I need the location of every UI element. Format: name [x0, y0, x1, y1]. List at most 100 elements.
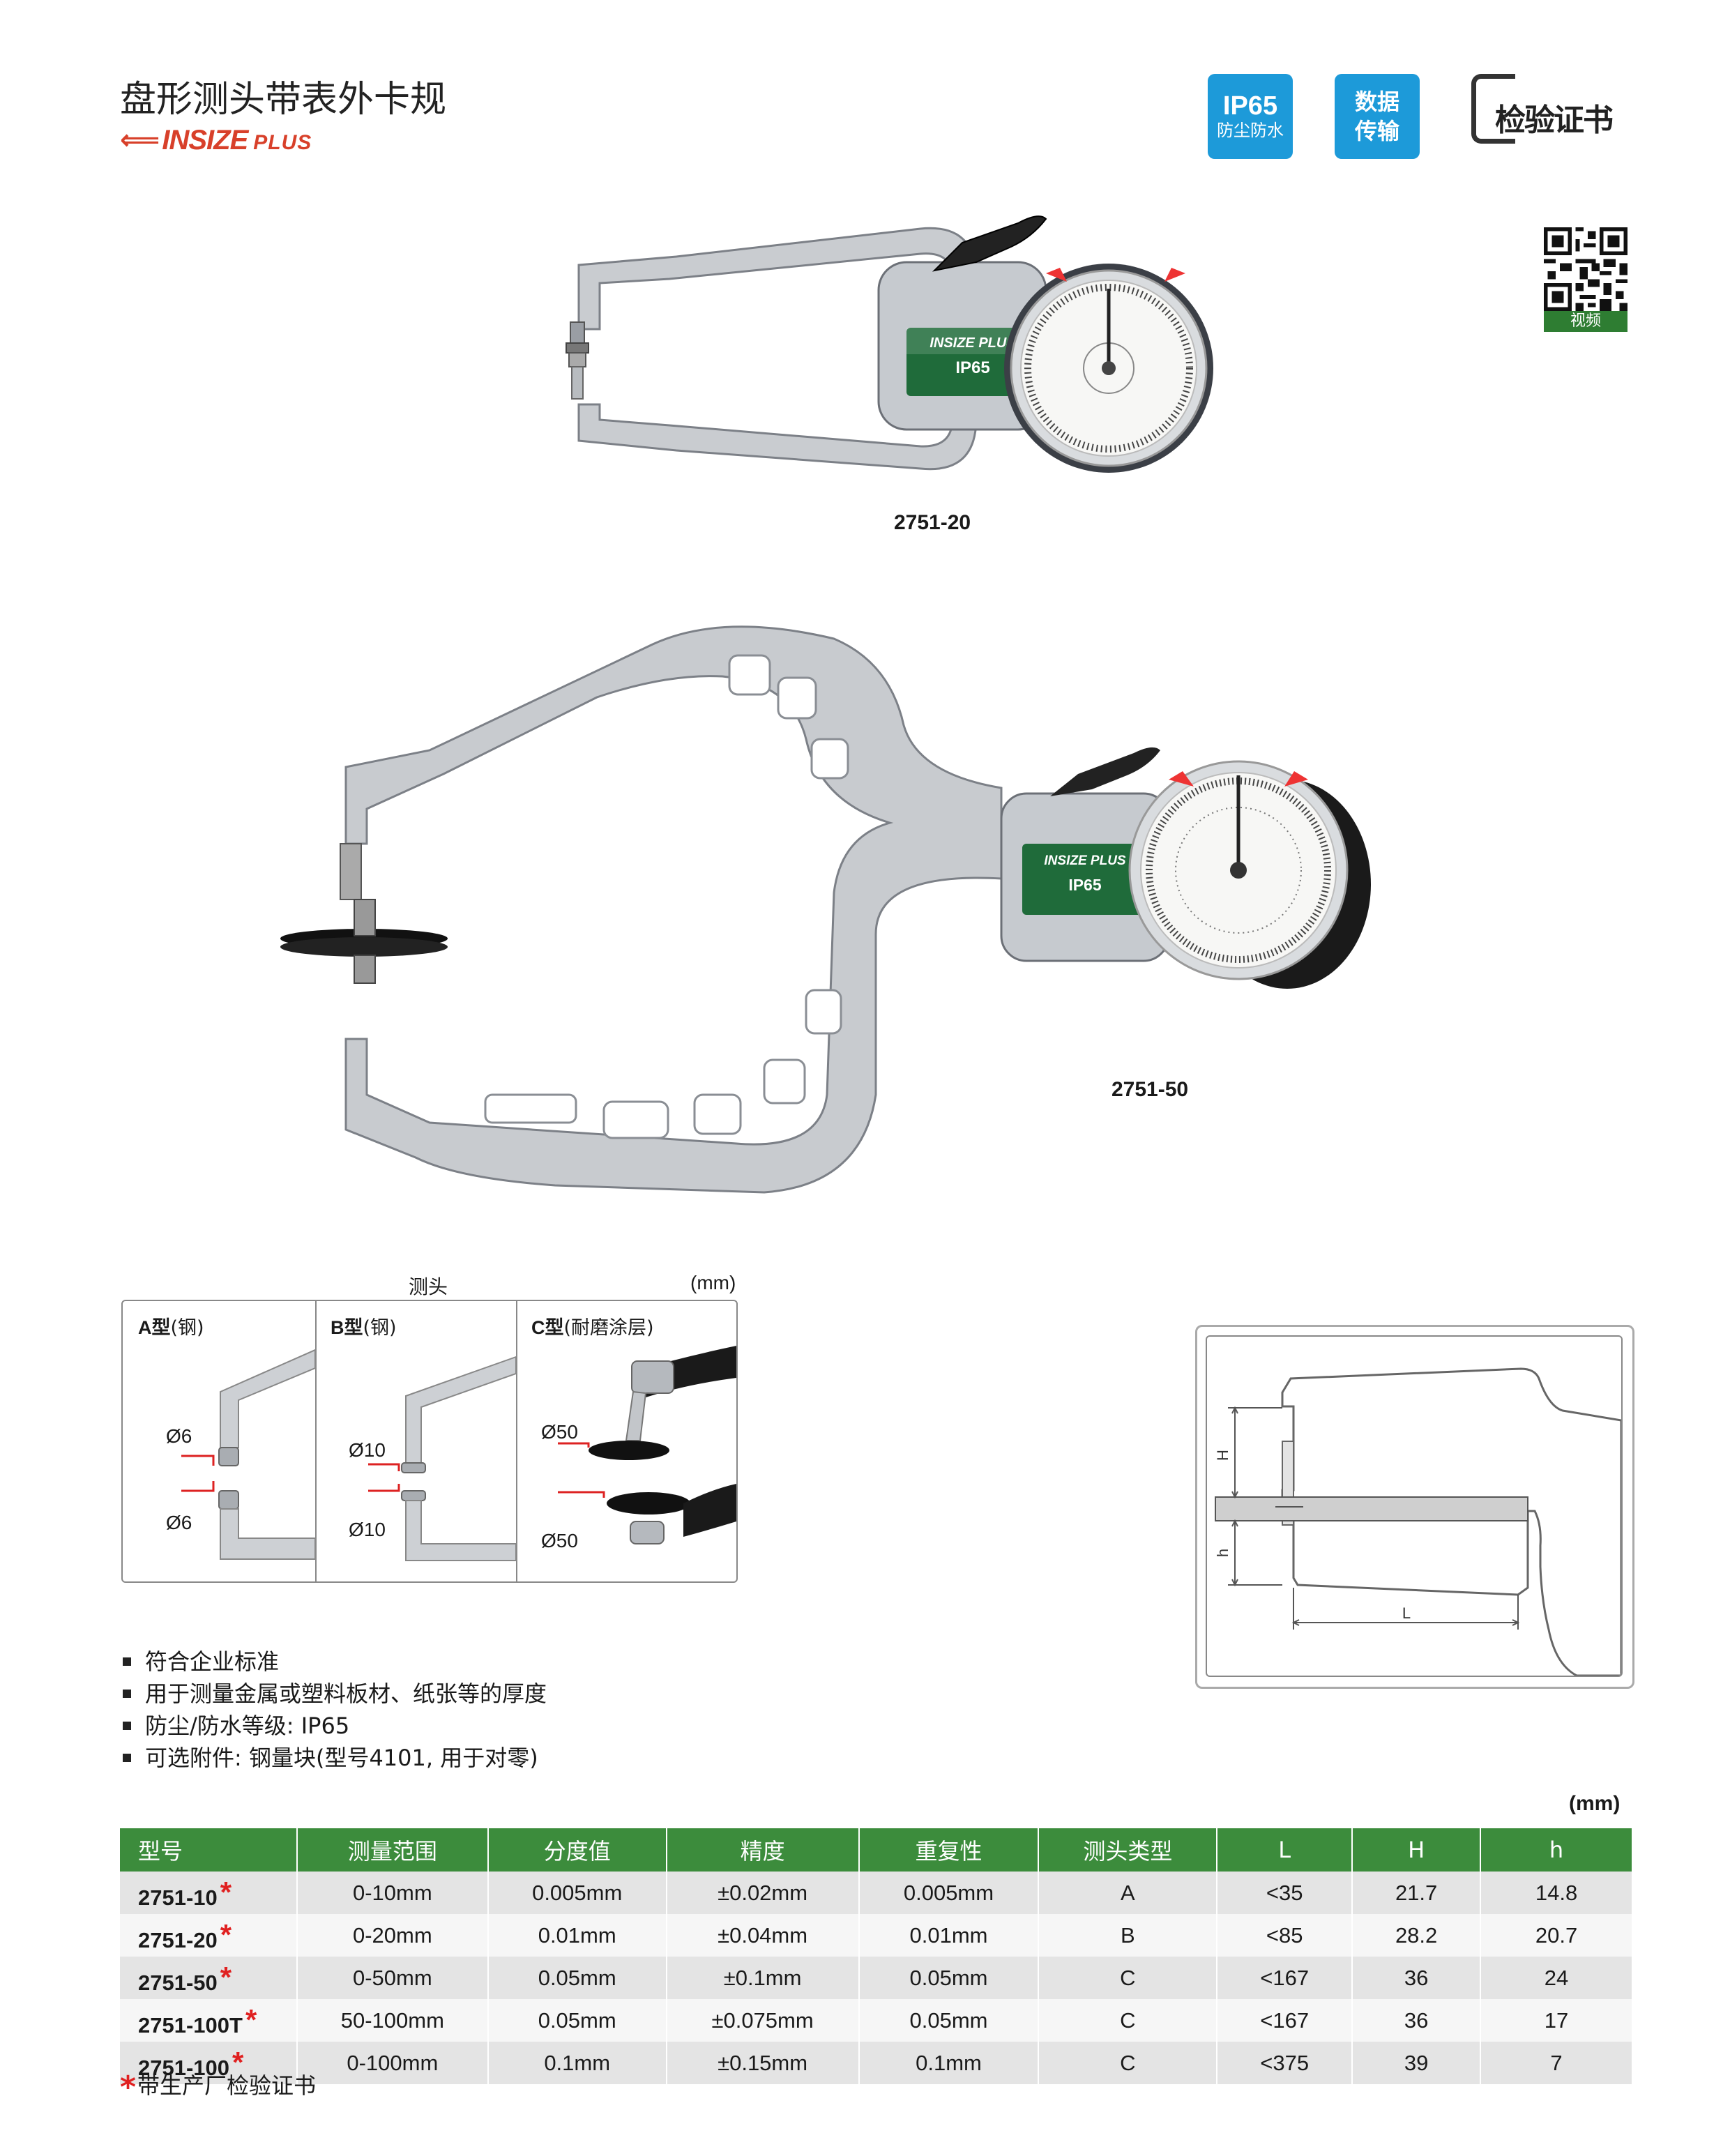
probe-a-label: A型(钢) [138, 1317, 204, 1339]
header-model: 型号 [120, 1828, 298, 1872]
gauge-rating-text: IP65 [955, 358, 989, 377]
header-H: H [1352, 1828, 1482, 1872]
gauge-2751-20-image: INSIZE PLUS IP65 [566, 215, 1213, 473]
header-graduation: 分度值 [487, 1828, 667, 1872]
header-repeatability: 重复性 [858, 1828, 1040, 1872]
data-transfer-line1: 数据 [1354, 89, 1399, 115]
table-cell: 0.05mm [858, 1957, 1040, 1999]
table-cell: 50-100mm [296, 1999, 489, 2042]
table-cell: ±0.1mm [666, 1957, 860, 1999]
data-transfer-line2: 传输 [1354, 118, 1399, 144]
header-h: h [1480, 1828, 1633, 1872]
table-cell: 0-50mm [296, 1957, 489, 1999]
probe-b-bottom-diameter: Ø10 [349, 1519, 386, 1540]
table-cell: 36 [1352, 1999, 1482, 2042]
model-cell: 2751-100* [120, 2042, 298, 2084]
footnote-star-icon: * [120, 2070, 137, 2105]
gauge-2751-50-image: INSIZE PLUS IP65 [280, 625, 1371, 1194]
gauge-50-brand-text: INSIZE PLUS [1044, 853, 1126, 868]
table-cell: C [1038, 1957, 1218, 1999]
certificate-star-icon: * [220, 1918, 232, 1951]
probe-c-bottom-diameter: Ø50 [541, 1530, 578, 1551]
bullet-square-icon [123, 1657, 131, 1666]
table-cell: <375 [1217, 2042, 1353, 2084]
probe-unit: (mm) [690, 1272, 736, 1293]
page-title: 盘形测头带表外卡规 [120, 79, 447, 121]
table-cell: C [1038, 1999, 1218, 2042]
table-cell: 0.05mm [487, 1957, 667, 1999]
table-cell: <167 [1217, 1999, 1353, 2042]
table-unit: (mm) [1569, 1792, 1621, 1815]
table-row: 2751-10* 0-10mm 0.005mm ±0.02mm 0.005mm … [120, 1872, 1633, 1914]
gauge-brand-text: INSIZE PLUS [930, 335, 1016, 351]
dimension-diagram-frame: H h L [1206, 1335, 1623, 1677]
table-cell: 28.2 [1352, 1914, 1482, 1957]
table-cell: A [1038, 1872, 1218, 1914]
brand-arrow-icon: ⟸ [120, 125, 160, 155]
probe-a-image [181, 1349, 315, 1560]
header-probe-type: 测头类型 [1038, 1828, 1218, 1872]
table-cell: ±0.075mm [666, 1999, 860, 2042]
table-cell: C [1038, 2042, 1218, 2084]
table-cell: 0-100mm [296, 2042, 489, 2084]
table-cell: 0.05mm [858, 1999, 1040, 2042]
gauge-50-rating-text: IP65 [1068, 876, 1102, 894]
probe-panel-c: C型(耐磨涂层) Ø50 Ø50 [516, 1301, 736, 1581]
table-cell: B [1038, 1914, 1218, 1957]
table-cell: 39 [1352, 2042, 1482, 2084]
table-cell: <85 [1217, 1914, 1353, 1957]
table-cell: <35 [1217, 1872, 1353, 1914]
dimension-diagram-box: H h L [1195, 1325, 1634, 1689]
table-cell: <167 [1217, 1957, 1353, 1999]
certificate-star-icon: * [232, 2045, 244, 2079]
probe-b-image [368, 1356, 516, 1561]
data-transfer-badge: 数据 传输 [1335, 74, 1420, 159]
probe-c-label: C型(耐磨涂层) [531, 1317, 654, 1339]
certificate-text: 检验证书 [1495, 103, 1614, 138]
bullet-square-icon [123, 1690, 131, 1698]
table-cell: 0.005mm [858, 1872, 1040, 1914]
caption-2751-20: 2751-20 [894, 511, 971, 534]
table-cell: ±0.02mm [666, 1872, 860, 1914]
probe-panel-a: A型(钢) Ø6 Ø6 [123, 1301, 317, 1581]
dimension-h-label: h [1214, 1549, 1231, 1557]
feature-list: 符合企业标准 用于测量金属或塑料板材、纸张等的厚度 防尘/防水等级: IP65 … [123, 1646, 547, 1774]
probe-c-top-diameter: Ø50 [541, 1421, 578, 1443]
table-cell: 36 [1352, 1957, 1482, 1999]
model-cell: 2751-100T* [120, 1999, 298, 2042]
certificate-frame-icon [1471, 74, 1515, 144]
table-cell: 0.1mm [487, 2042, 667, 2084]
qr-code-icon[interactable] [1544, 227, 1627, 311]
feature-item: 防尘/防水等级: IP65 [123, 1710, 547, 1742]
table-cell: 0.01mm [858, 1914, 1040, 1957]
certificate-logo: 检验证书 [1471, 74, 1639, 144]
probe-c-image [558, 1346, 736, 1544]
feature-item: 可选附件: 钢量块(型号4101, 用于对零) [123, 1742, 547, 1774]
table-row: 2751-100T* 50-100mm 0.05mm ±0.075mm 0.05… [120, 1999, 1633, 2042]
feature-item: 符合企业标准 [123, 1646, 547, 1678]
table-cell: 20.7 [1480, 1914, 1633, 1957]
dimension-diagram: H h L [1214, 1367, 1621, 1676]
probe-panel-b: B型(钢) Ø10 Ø10 [315, 1301, 517, 1581]
probe-section-title: 测头 [409, 1275, 448, 1298]
table-header-row: 型号 测量范围 分度值 精度 重复性 测头类型 L H h [120, 1828, 1633, 1872]
ip65-badge-rating: IP65 [1222, 91, 1278, 121]
caption-2751-50: 2751-50 [1111, 1078, 1189, 1101]
table-cell: 0-20mm [296, 1914, 489, 1957]
table-cell: 21.7 [1352, 1872, 1482, 1914]
table-row: 2751-100* 0-100mm 0.1mm ±0.15mm 0.1mm C … [120, 2042, 1633, 2084]
probe-b-top-diameter: Ø10 [349, 1439, 386, 1461]
certificate-star-icon: * [220, 1960, 232, 1994]
probe-b-label: B型(钢) [331, 1317, 397, 1339]
dimension-L-label: L [1402, 1604, 1411, 1622]
feature-item: 用于测量金属或塑料板材、纸张等的厚度 [123, 1678, 547, 1710]
bullet-square-icon [123, 1754, 131, 1762]
model-cell: 2751-10* [120, 1872, 298, 1914]
probe-types-box: A型(钢) Ø6 Ø6 B型(钢) Ø10 Ø10 C型(耐磨涂层) [121, 1300, 738, 1583]
table-row: 2751-20* 0-20mm 0.01mm ±0.04mm 0.01mm B … [120, 1914, 1633, 1957]
table-cell: ±0.04mm [666, 1914, 860, 1957]
probe-a-top-diameter: Ø6 [166, 1425, 192, 1447]
header-range: 测量范围 [296, 1828, 489, 1872]
qr-video-label: 视频 [1544, 311, 1627, 332]
